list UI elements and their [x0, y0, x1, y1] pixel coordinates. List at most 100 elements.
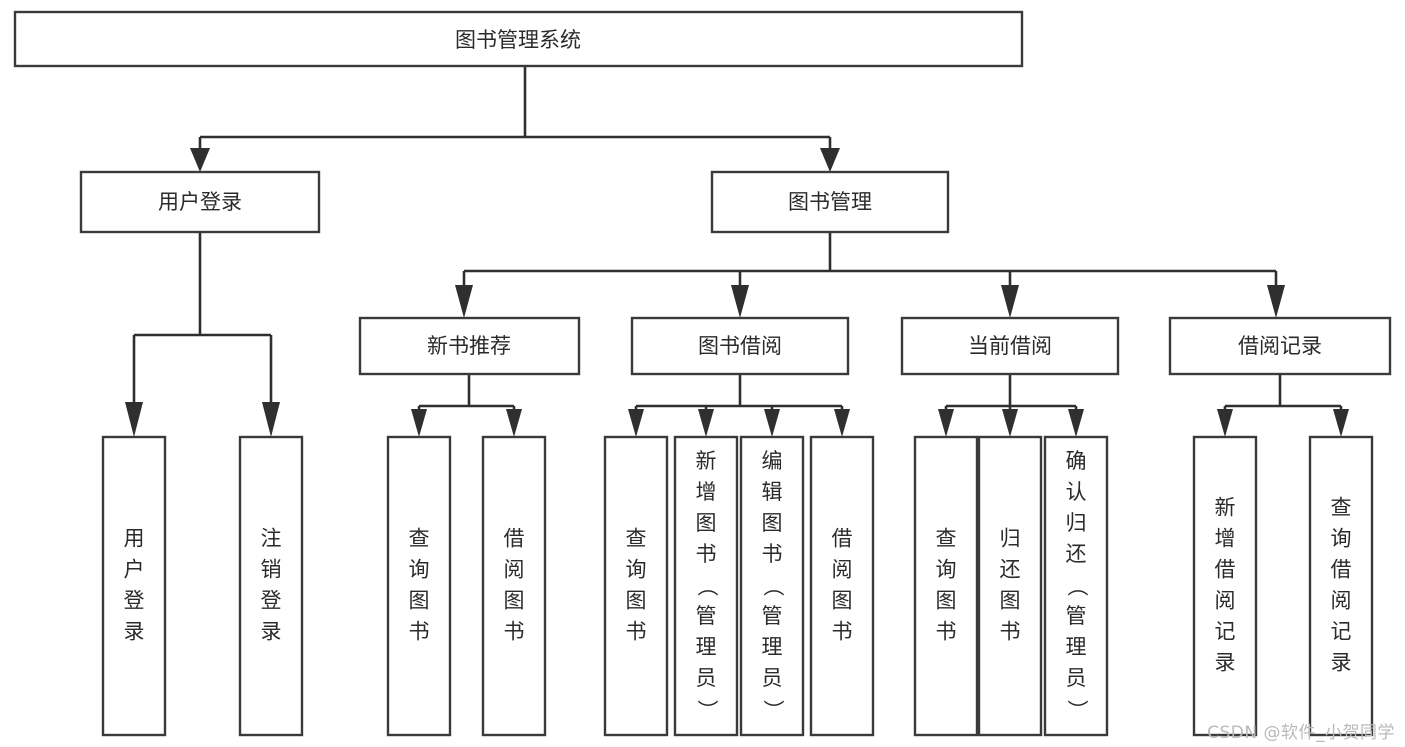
svg-text:记: 记 [1331, 620, 1352, 644]
node-borrow-record-box[interactable] [1168, 316, 1392, 376]
svg-text:员: 员 [762, 666, 783, 690]
node-borrow-record[interactable]: 借阅记录 [1168, 316, 1392, 376]
svg-text:户: 户 [124, 558, 145, 582]
svg-text:（: （ [695, 576, 719, 597]
svg-text:图: 图 [832, 589, 853, 613]
svg-text:理: 理 [696, 635, 717, 659]
arrow-icon-leaf-add-record [1217, 409, 1233, 437]
node-user-login-box[interactable] [79, 170, 321, 234]
svg-text:书: 书 [1000, 620, 1021, 644]
svg-text:书: 书 [409, 620, 430, 644]
svg-text:注: 注 [261, 527, 282, 551]
node-leaf-add-book-box[interactable] [673, 435, 739, 737]
node-leaf-user-login[interactable] [101, 435, 167, 737]
node-book-mgmt[interactable]: 图书管理 [710, 170, 950, 234]
node-leaf-query-book-2[interactable] [603, 435, 669, 737]
svg-text:录: 录 [1331, 651, 1352, 675]
node-leaf-logout[interactable] [238, 435, 304, 737]
svg-text:借: 借 [1215, 558, 1236, 582]
node-leaf-query-book-1-box[interactable] [386, 435, 452, 737]
node-book-borrow-box[interactable] [630, 316, 850, 376]
svg-text:借: 借 [832, 527, 853, 551]
svg-text:还: 还 [1000, 558, 1021, 582]
svg-text:录: 录 [261, 620, 282, 644]
node-leaf-confirm-return[interactable] [1043, 435, 1109, 737]
svg-text:询: 询 [409, 558, 430, 582]
arrow-icon-to-borrow-record [1267, 285, 1285, 318]
arrow-icon-leaf-query-record [1333, 409, 1349, 437]
svg-text:查: 查 [936, 527, 957, 551]
node-leaf-edit-book-box[interactable] [739, 435, 805, 737]
node-leaf-query-book-1[interactable] [386, 435, 452, 737]
arrow-icon-leaf-query-book-2 [628, 409, 644, 437]
svg-text:书: 书 [504, 620, 525, 644]
node-leaf-query-book-2-box[interactable] [603, 435, 669, 737]
svg-text:查: 查 [626, 527, 647, 551]
node-user-login[interactable]: 用户登录 [79, 170, 321, 234]
connector-layer [125, 66, 1349, 437]
node-leaf-logout-box[interactable] [238, 435, 304, 737]
node-current-borrow-label: 当前借阅 [968, 334, 1052, 358]
node-leaf-query-record[interactable] [1308, 435, 1374, 737]
svg-text:（: （ [761, 576, 785, 597]
arrow-icon-to-book-mgmt [820, 148, 840, 172]
svg-text:员: 员 [696, 666, 717, 690]
svg-text:归: 归 [1000, 527, 1021, 551]
svg-text:图: 图 [696, 511, 717, 535]
svg-text:归: 归 [1066, 511, 1087, 535]
node-leaf-user-login-box[interactable] [101, 435, 167, 737]
node-leaf-return-book[interactable] [977, 435, 1043, 737]
node-leaf-borrow-book-1[interactable] [481, 435, 547, 737]
svg-text:借: 借 [1331, 558, 1352, 582]
svg-text:）: ） [761, 700, 785, 721]
arrow-icon-to-book-borrow [731, 285, 749, 318]
svg-text:新: 新 [696, 449, 717, 473]
svg-text:管: 管 [1066, 604, 1087, 628]
svg-text:登: 登 [124, 589, 145, 613]
arrow-icon-leaf-logout [262, 402, 280, 437]
node-leaf-query-book-3-box[interactable] [913, 435, 979, 737]
node-leaf-confirm-return-box[interactable] [1043, 435, 1109, 737]
node-book-mgmt-box[interactable] [710, 170, 950, 234]
arrow-icon-leaf-user-login [125, 402, 143, 437]
node-new-book-rec-box[interactable] [358, 316, 581, 376]
node-leaf-return-book-box[interactable] [977, 435, 1043, 737]
svg-text:录: 录 [124, 620, 145, 644]
node-leaf-edit-book[interactable] [739, 435, 805, 737]
svg-text:图: 图 [504, 589, 525, 613]
svg-text:增: 增 [1215, 527, 1236, 551]
node-leaf-query-record-box[interactable] [1308, 435, 1374, 737]
node-root-box[interactable] [13, 10, 1024, 68]
node-leaf-add-book[interactable] [673, 435, 739, 737]
node-leaf-add-record-box[interactable] [1192, 435, 1258, 737]
svg-text:图: 图 [762, 511, 783, 535]
node-book-borrow[interactable]: 图书借阅 [630, 316, 850, 376]
node-leaf-user-login-label: 用户登录 [124, 527, 145, 644]
svg-text:询: 询 [936, 558, 957, 582]
arrow-icon-leaf-add-book [698, 409, 714, 437]
svg-text:辑: 辑 [762, 480, 783, 504]
svg-text:阅: 阅 [504, 558, 525, 582]
node-leaf-borrow-book-1-box[interactable] [481, 435, 547, 737]
svg-text:查: 查 [409, 527, 430, 551]
node-leaf-add-record[interactable] [1192, 435, 1258, 737]
leaf-label-layer: 用户登录注销登录查询图书借阅图书查询图书新增图书（管理员）编辑图书（管理员）借阅… [124, 449, 1352, 721]
node-leaf-query-book-3[interactable] [913, 435, 979, 737]
svg-text:新: 新 [1215, 496, 1236, 520]
svg-text:编: 编 [762, 449, 783, 473]
node-leaf-borrow-book-2[interactable] [809, 435, 875, 737]
svg-text:书: 书 [626, 620, 647, 644]
node-root[interactable]: 图书管理系统 [13, 10, 1024, 68]
node-current-borrow-box[interactable] [900, 316, 1120, 376]
node-current-borrow[interactable]: 当前借阅 [900, 316, 1120, 376]
node-book-borrow-label: 图书借阅 [698, 334, 782, 358]
node-leaf-borrow-book-2-box[interactable] [809, 435, 875, 737]
svg-text:询: 询 [1331, 527, 1352, 551]
node-new-book-rec[interactable]: 新书推荐 [358, 316, 581, 376]
svg-text:书: 书 [936, 620, 957, 644]
